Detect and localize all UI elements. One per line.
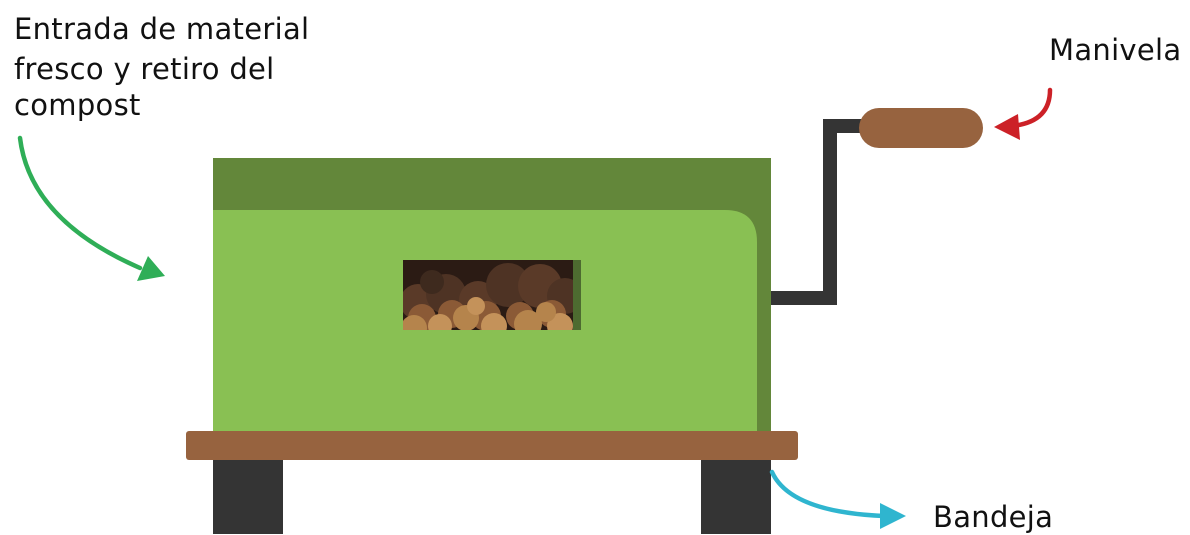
entrada-arrow [20,138,165,281]
compost-window [400,260,583,341]
bandeja-label: Bandeja [933,500,1053,535]
right-leg [701,458,771,534]
crank-handle [859,108,983,148]
manivela-arrow [994,90,1050,140]
entrada-label-line-3: compost [14,88,141,123]
tray [186,431,798,460]
entrada-label-line-2: fresco y retiro del [14,52,275,87]
entrada-label-line-1: Entrada de material [14,12,309,47]
crank-arm [771,126,870,298]
left-leg [213,458,283,534]
bandeja-arrow [772,472,906,529]
manivela-label: Manivela [1049,33,1181,68]
